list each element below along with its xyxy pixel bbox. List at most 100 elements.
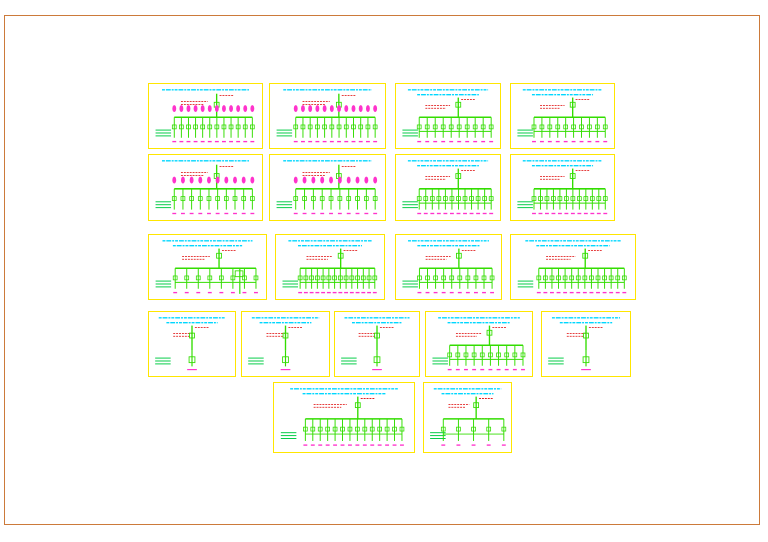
circuit-breaker bbox=[315, 275, 320, 281]
rcd-device bbox=[365, 105, 370, 112]
circuit-branch bbox=[423, 188, 429, 215]
circuit-breaker bbox=[303, 426, 308, 432]
circuit-breaker bbox=[317, 426, 323, 432]
circuit-branch bbox=[358, 105, 364, 143]
rcd-device bbox=[172, 105, 177, 112]
schematic-sheet[interactable] bbox=[395, 154, 501, 221]
circuit-breaker bbox=[440, 124, 446, 130]
schematic-sheet[interactable] bbox=[510, 234, 636, 300]
circuit-branch bbox=[322, 105, 327, 143]
circuit-branch bbox=[206, 176, 212, 215]
circuit-breaker bbox=[482, 196, 487, 201]
circuit-breaker bbox=[455, 352, 461, 358]
rcd-device bbox=[293, 105, 298, 112]
circuit-breaker bbox=[326, 275, 332, 281]
circuit-breaker bbox=[456, 426, 461, 432]
circuit-breaker bbox=[172, 275, 178, 281]
schematic-sheet[interactable] bbox=[148, 311, 236, 377]
circuit-breaker bbox=[496, 352, 501, 358]
circuit-branch bbox=[589, 268, 594, 294]
schematic-sheet[interactable] bbox=[395, 234, 502, 300]
rcd-device bbox=[308, 105, 313, 112]
circuit-breaker bbox=[179, 124, 184, 130]
circuit-branch bbox=[362, 418, 368, 446]
circuit-breaker bbox=[242, 275, 247, 281]
schematic-sheet[interactable] bbox=[510, 154, 615, 221]
circuit-breaker bbox=[571, 124, 576, 130]
circuit-breaker bbox=[583, 196, 589, 201]
schematic-sheet[interactable] bbox=[541, 311, 631, 377]
circuit-breaker bbox=[486, 426, 492, 432]
circuit-branch bbox=[293, 176, 299, 215]
circuit-branch bbox=[520, 345, 526, 371]
circuit-branch bbox=[171, 176, 177, 215]
circuit-branch bbox=[207, 105, 213, 143]
main-breaker bbox=[582, 252, 589, 259]
circuit-branch bbox=[538, 188, 543, 215]
rcd-device bbox=[229, 105, 233, 112]
schematic-sheet[interactable] bbox=[423, 382, 512, 453]
circuit-branch bbox=[232, 176, 238, 215]
circuit-breaker bbox=[364, 196, 369, 201]
circuit-branch bbox=[482, 188, 487, 215]
rcd-device bbox=[200, 105, 205, 112]
circuit-breaker bbox=[293, 124, 299, 130]
circuit-breaker bbox=[310, 426, 316, 432]
circuit-branch bbox=[332, 268, 337, 294]
schematic-sheet[interactable] bbox=[334, 311, 420, 377]
circuit-breaker bbox=[543, 275, 548, 281]
rcd-device bbox=[222, 105, 226, 112]
circuit-branch bbox=[215, 176, 220, 215]
circuit-breaker bbox=[549, 275, 555, 281]
schematic-sheet[interactable] bbox=[395, 83, 501, 149]
circuit-breaker bbox=[180, 196, 186, 201]
schematic-sheet[interactable] bbox=[510, 83, 615, 149]
single-line-diagram bbox=[280, 388, 405, 446]
circuit-breaker bbox=[307, 124, 313, 130]
circuit-branch bbox=[440, 117, 446, 143]
single-line-diagram bbox=[402, 160, 494, 215]
single-line-diagram bbox=[402, 89, 494, 143]
circuit-breaker bbox=[501, 426, 507, 432]
circuit-branch bbox=[433, 268, 438, 294]
schematic-sheet[interactable] bbox=[275, 234, 385, 300]
schematic-sheet[interactable] bbox=[241, 311, 330, 377]
schematic-sheet[interactable] bbox=[269, 83, 386, 149]
single-line-diagram bbox=[517, 89, 608, 143]
circuit-branch bbox=[372, 268, 378, 294]
rcd-device bbox=[337, 105, 341, 112]
rcd-device bbox=[293, 176, 298, 184]
circuit-breaker bbox=[351, 124, 356, 130]
circuit-breaker bbox=[320, 275, 326, 281]
circuit-branch bbox=[448, 117, 454, 143]
circuit-branch bbox=[504, 345, 510, 371]
rcd-device bbox=[180, 176, 185, 184]
circuit-breaker bbox=[570, 196, 576, 201]
circuit-branch bbox=[531, 188, 537, 215]
schematic-sheet[interactable] bbox=[148, 83, 263, 149]
circuit-breaker bbox=[358, 124, 364, 130]
circuit-branch bbox=[384, 418, 390, 446]
schematic-sheet[interactable] bbox=[425, 311, 533, 377]
schematic-sheet[interactable] bbox=[148, 234, 267, 300]
circuit-branch bbox=[241, 176, 247, 215]
circuit-breaker bbox=[315, 124, 320, 130]
schematic-sheet[interactable] bbox=[269, 154, 386, 221]
circuit-breaker bbox=[242, 124, 248, 130]
circuit-branch bbox=[172, 268, 178, 294]
circuit-branch bbox=[302, 176, 307, 215]
schematic-sheet[interactable] bbox=[148, 154, 263, 221]
circuit-branch bbox=[539, 117, 545, 143]
circuit-branch bbox=[471, 345, 477, 371]
main-breaker bbox=[455, 101, 462, 108]
circuit-branch bbox=[214, 105, 220, 143]
schematic-sheet[interactable] bbox=[273, 382, 415, 453]
main-breaker bbox=[456, 252, 462, 259]
circuit-branch bbox=[464, 117, 470, 143]
circuit-breaker bbox=[297, 275, 303, 281]
circuit-branch bbox=[489, 268, 495, 294]
circuit-breaker bbox=[531, 124, 537, 130]
circuit-breaker bbox=[195, 275, 201, 281]
circuit-breaker bbox=[332, 275, 337, 281]
circuit-breaker bbox=[536, 275, 542, 281]
